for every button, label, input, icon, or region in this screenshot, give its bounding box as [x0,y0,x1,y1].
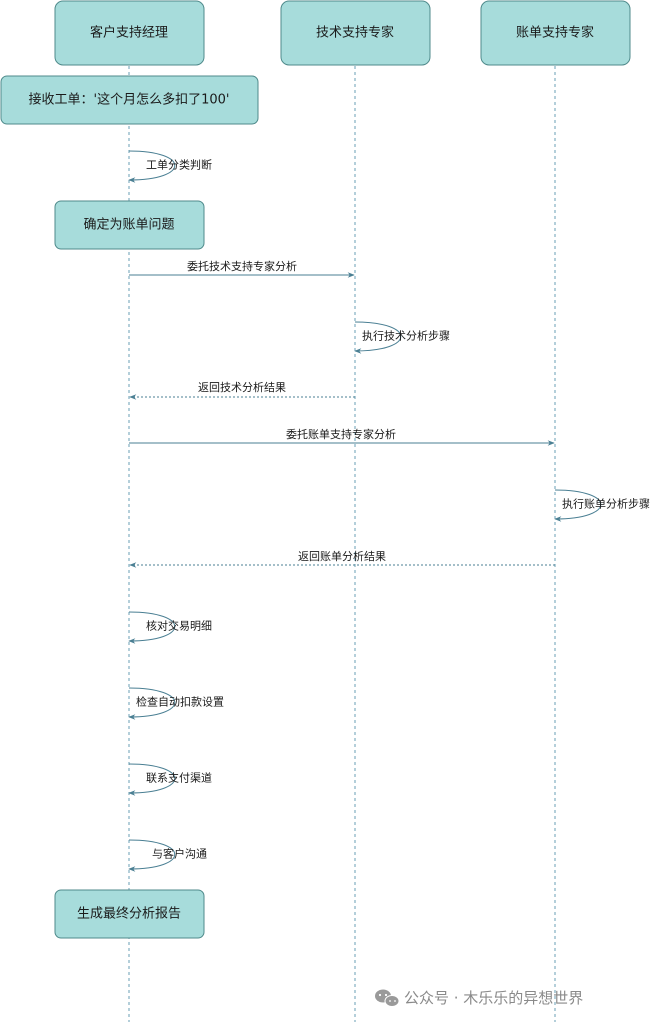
message-delegate-billing-label: 委托账单支持专家分析 [286,427,396,441]
note-receive-ticket: 接收工单：'这个月怎么多扣了100' [0,75,259,125]
message-billing-result-label: 返回账单分析结果 [298,549,386,563]
message-billing-result: 返回账单分析结果 [129,549,555,568]
note-final-report: 生成最终分析报告 [54,889,205,939]
self-message-classify-label: 工单分类判断 [146,158,212,172]
message-delegate-tech-label: 委托技术支持专家分析 [187,259,297,273]
participant-manager-label: 客户支持经理 [90,25,168,41]
note-receive-ticket-text: 接收工单：'这个月怎么多扣了100' [29,92,230,108]
self-message-billing-steps-label: 执行账单分析步骤 [562,497,650,511]
participant-tech: 技术支持专家 [280,0,431,66]
self-message-billing-steps: 执行账单分析步骤 [554,489,650,522]
self-message-verify-transactions: 核对交易明细 [128,611,212,644]
participant-billing-label: 账单支持专家 [516,25,594,41]
self-message-check-autodebit: 检查自动扣款设置 [128,687,224,720]
message-tech-result-label: 返回技术分析结果 [198,380,286,394]
note-confirm-billing-text: 确定为账单问题 [83,218,174,233]
self-message-contact-channel: 联系支付渠道 [128,763,212,796]
message-tech-result: 返回技术分析结果 [129,380,355,400]
self-message-classify: 工单分类判断 [128,150,212,183]
self-message-tech-steps-label: 执行技术分析步骤 [362,329,450,343]
note-final-report-text: 生成最终分析报告 [77,906,181,922]
self-message-communicate-customer-label: 与客户沟通 [152,847,207,861]
wechat-icon [375,989,400,1007]
self-message-check-autodebit-label: 检查自动扣款设置 [136,695,224,709]
message-delegate-billing: 委托账单支持专家分析 [129,427,555,446]
participant-manager: 客户支持经理 [54,0,205,66]
self-message-verify-transactions-label: 核对交易明细 [146,619,212,633]
participant-billing: 账单支持专家 [480,0,631,66]
self-message-tech-steps: 执行技术分析步骤 [354,321,450,354]
self-message-communicate-customer: 与客户沟通 [128,839,207,872]
message-delegate-tech: 委托技术支持专家分析 [129,259,355,278]
watermark: 公众号 · 木乐乐的异想世界 [375,989,583,1007]
self-message-contact-channel-label: 联系支付渠道 [146,771,212,785]
note-confirm-billing: 确定为账单问题 [54,200,205,250]
watermark-text: 公众号 · 木乐乐的异想世界 [404,989,583,1007]
participant-tech-label: 技术支持专家 [316,25,394,41]
